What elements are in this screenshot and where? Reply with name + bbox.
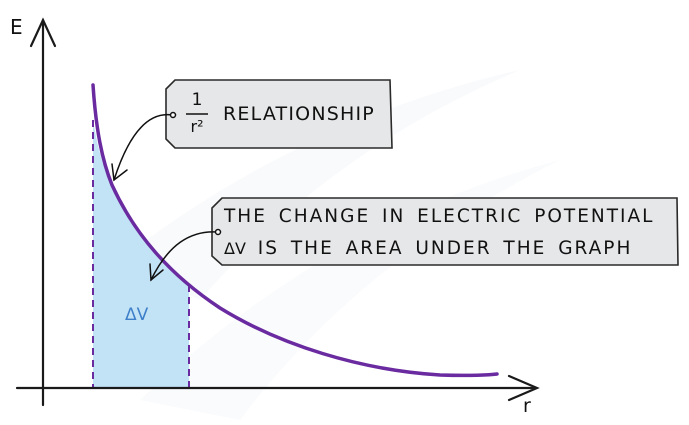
fraction-denominator: r² xyxy=(190,117,204,136)
inverse-square-curve xyxy=(91,83,499,378)
area-callout-line2-text: IS THE AREA UNDER THE GRAPH xyxy=(257,238,633,259)
area-callout-line1: THE CHANGE IN ELECTRIC POTENTIAL xyxy=(224,206,655,227)
callout-relationship-pointer xyxy=(111,111,177,182)
shaded-area-delta-v xyxy=(93,120,189,388)
area-callout-line2: ΔV IS THE AREA UNDER THE GRAPH xyxy=(224,238,632,259)
callout-area-pointer xyxy=(149,228,222,282)
relationship-text: RELATIONSHIP xyxy=(223,103,375,125)
delta-v-symbol: ΔV xyxy=(224,239,246,258)
x-axis xyxy=(15,374,540,402)
y-axis-label: E xyxy=(10,15,23,39)
x-axis-label: r xyxy=(523,395,531,417)
delta-v-area-label: ΔV xyxy=(125,305,149,325)
fraction-numerator: 1 xyxy=(191,90,203,110)
y-axis xyxy=(29,17,57,407)
callout-relationship-box xyxy=(165,79,393,149)
callout-area-box xyxy=(211,197,679,266)
